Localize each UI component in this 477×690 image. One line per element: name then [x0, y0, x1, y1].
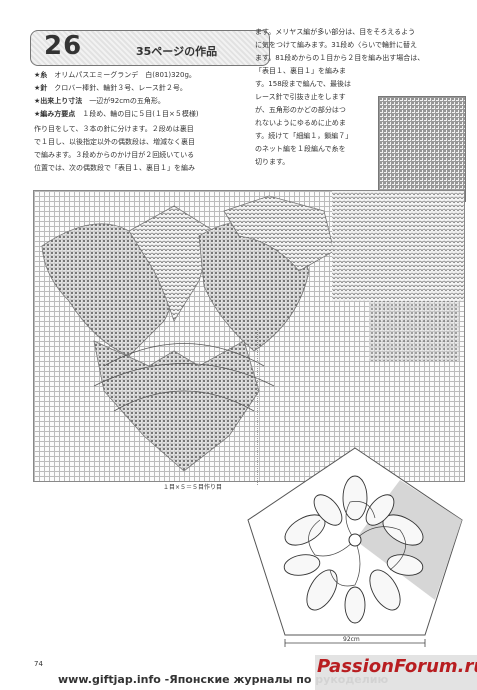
lower-triangle-motif [93, 340, 260, 472]
page-reference: 35ページの作品 [136, 45, 218, 58]
right-column-pattern [332, 191, 464, 301]
flower-petals [283, 475, 424, 624]
spec-needles: ★針 クロバー棒針、輪針３号、レース針２号。 [34, 84, 187, 92]
pattern-header-box [30, 30, 270, 66]
lace-arcs-lower [93, 343, 275, 412]
spec-yarn: ★糸 オリムパスエミーグランデ 白(801)320g。 [34, 71, 196, 79]
spiral-lines [308, 501, 406, 587]
center-circle [348, 533, 362, 547]
pattern-number: 26 [44, 31, 83, 61]
pentagon-diagram [247, 447, 463, 647]
chart-divider [257, 330, 258, 485]
footer-url[interactable]: www.giftjap.info -Японские журналы по ру… [58, 673, 389, 686]
measurement-label: 92cm [343, 636, 360, 643]
flower-motif-right [223, 195, 335, 272]
watermark-background [315, 655, 477, 690]
page-number: 74 [34, 660, 43, 668]
chart-motifs [41, 191, 464, 472]
chart-panel-top-right [378, 96, 466, 202]
watermark-text: PassionForum.ru [317, 656, 477, 677]
spec-method: ★編み方要点 １段め、輪の目に５目(１目×５模様) [34, 110, 199, 118]
knitting-chart [33, 190, 465, 482]
chart-caption: １目×５＝５目作り目 [163, 484, 223, 491]
leaf-motif-left [41, 223, 175, 357]
spec-size: ★出来上り寸法 一辺が92cmの五角形。 [34, 97, 165, 105]
spec-list: ★糸 オリムパスエミーグランデ 白(801)320g。 ★針 クロバー棒針、輪針… [34, 70, 259, 119]
right-column-vertical [369, 301, 459, 361]
instructions-left: 作り目をして、３本の針に分けます。２段めは裏目 で１目し、以後指定以外の偶数段は… [34, 125, 195, 172]
instructions-right: ます。メリヤス編が多い部分は、目をそろえるよう に気をつけて編みます。31段め〈… [255, 28, 425, 166]
